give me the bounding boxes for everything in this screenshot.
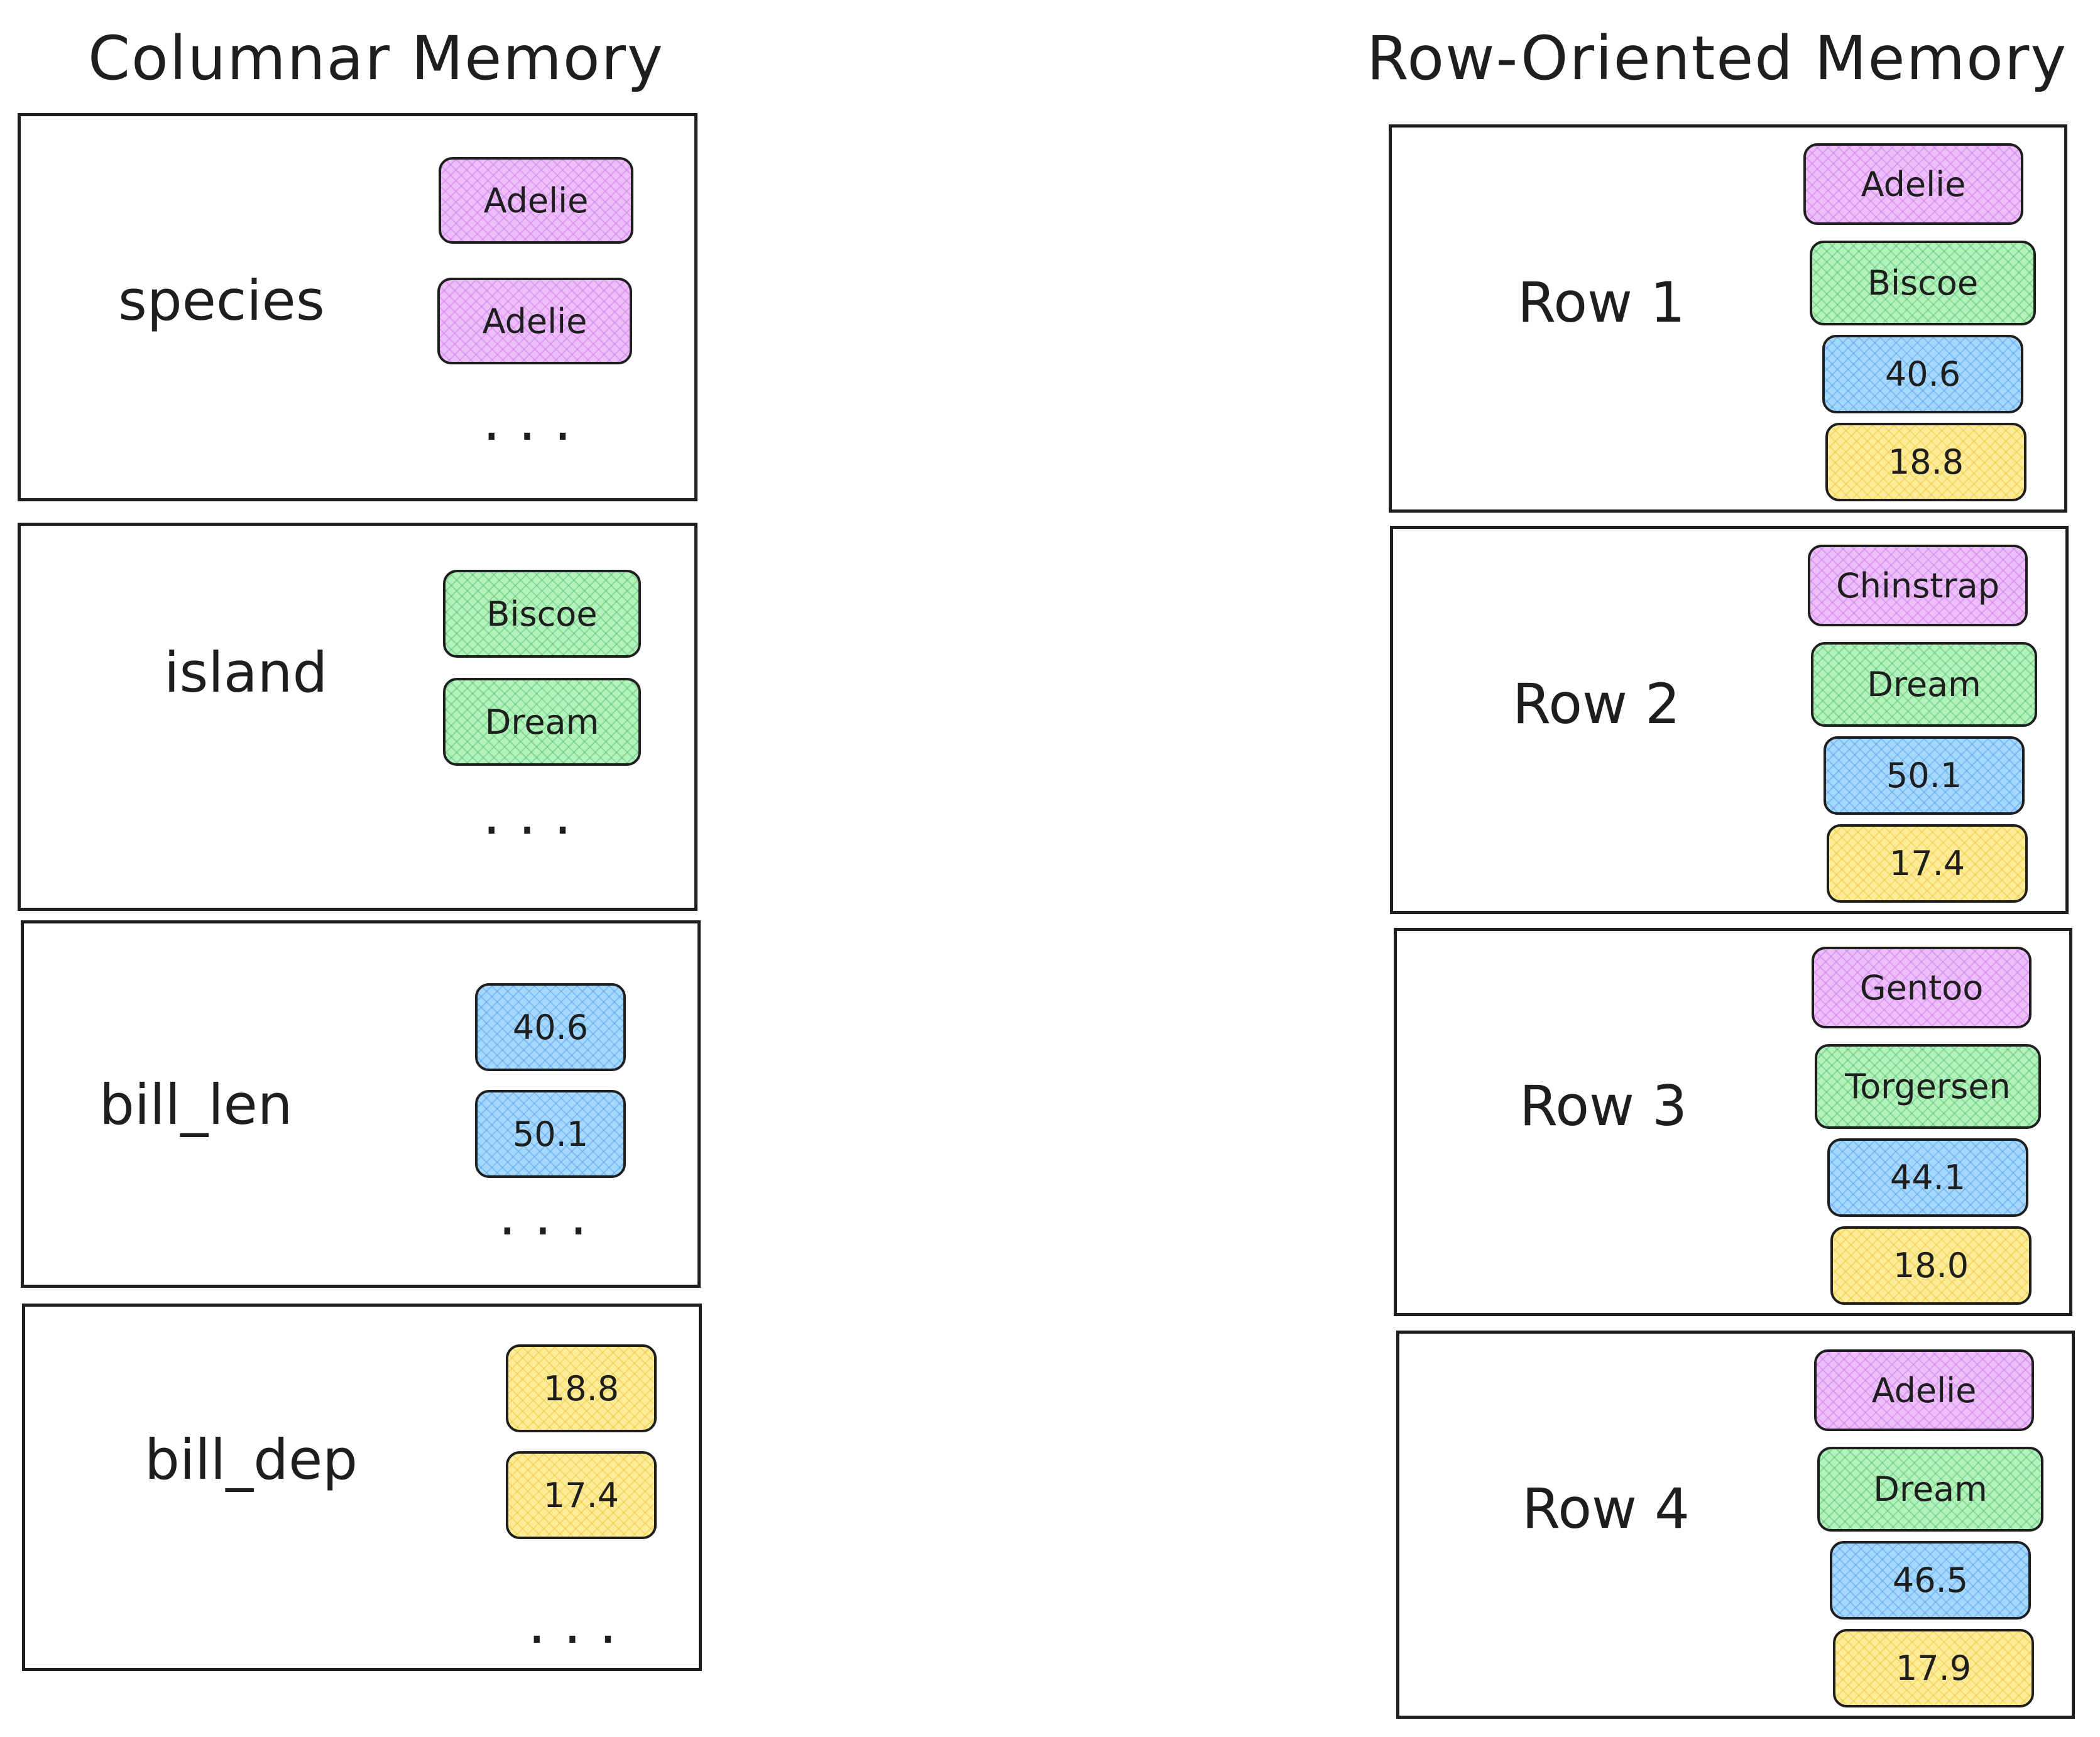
value-cell: Biscoe (443, 570, 641, 658)
row-label: Row 4 (1522, 1476, 1690, 1541)
column-panel-bill-dep: bill_dep 18.8 17.4 ... (22, 1304, 702, 1671)
value-cell: 44.1 (1827, 1138, 2028, 1217)
row-label: Row 2 (1512, 672, 1680, 736)
column-label: species (118, 268, 325, 333)
value-cell: Dream (443, 678, 641, 766)
value-cell: 17.4 (1827, 824, 2028, 903)
value-cell: Adelie (1803, 143, 2023, 225)
column-panel-species: species Adelie Adelie ... (18, 113, 697, 501)
value-cell: 18.8 (506, 1344, 657, 1432)
row-panel-2: Row 2 Chinstrap Dream 50.1 17.4 (1390, 526, 2069, 914)
value-cell: 18.8 (1825, 423, 2026, 501)
value-cell: Dream (1817, 1447, 2043, 1532)
value-cell: Adelie (1814, 1349, 2034, 1431)
row-label: Row 3 (1519, 1074, 1687, 1138)
value-cell: Adelie (437, 278, 632, 364)
value-cell: 40.6 (1822, 335, 2023, 413)
row-oriented-memory-title: Row-Oriented Memory (1367, 23, 2068, 94)
value-cell: 17.4 (506, 1451, 657, 1539)
column-label: island (164, 640, 328, 705)
value-cell: Dream (1811, 642, 2037, 727)
column-panel-island: island Biscoe Dream ... (18, 523, 697, 911)
value-cell: Biscoe (1810, 241, 2036, 325)
ellipsis: ... (528, 1591, 635, 1657)
column-label: bill_dep (145, 1427, 358, 1492)
row-panel-4: Row 4 Adelie Dream 46.5 17.9 (1396, 1331, 2075, 1719)
ellipsis: ... (498, 1182, 605, 1248)
row-panel-3: Row 3 Gentoo Torgersen 44.1 18.0 (1394, 928, 2072, 1316)
column-label: bill_len (99, 1072, 293, 1137)
columnar-memory-title: Columnar Memory (88, 23, 664, 94)
value-cell: 46.5 (1830, 1541, 2031, 1620)
value-cell: 17.9 (1833, 1629, 2034, 1707)
row-label: Row 1 (1518, 270, 1685, 335)
column-panel-bill-len: bill_len 40.6 50.1 ... (21, 920, 701, 1288)
value-cell: 40.6 (475, 983, 626, 1071)
ellipsis: ... (483, 388, 589, 454)
value-cell: Torgersen (1815, 1044, 2041, 1129)
value-cell: Adelie (439, 157, 633, 244)
value-cell: Chinstrap (1808, 545, 2028, 626)
value-cell: 18.0 (1830, 1226, 2032, 1305)
value-cell: 50.1 (1824, 736, 2025, 815)
value-cell: 50.1 (475, 1090, 626, 1178)
ellipsis: ... (483, 781, 589, 847)
value-cell: Gentoo (1812, 947, 2032, 1028)
row-panel-1: Row 1 Adelie Biscoe 40.6 18.8 (1389, 124, 2067, 513)
